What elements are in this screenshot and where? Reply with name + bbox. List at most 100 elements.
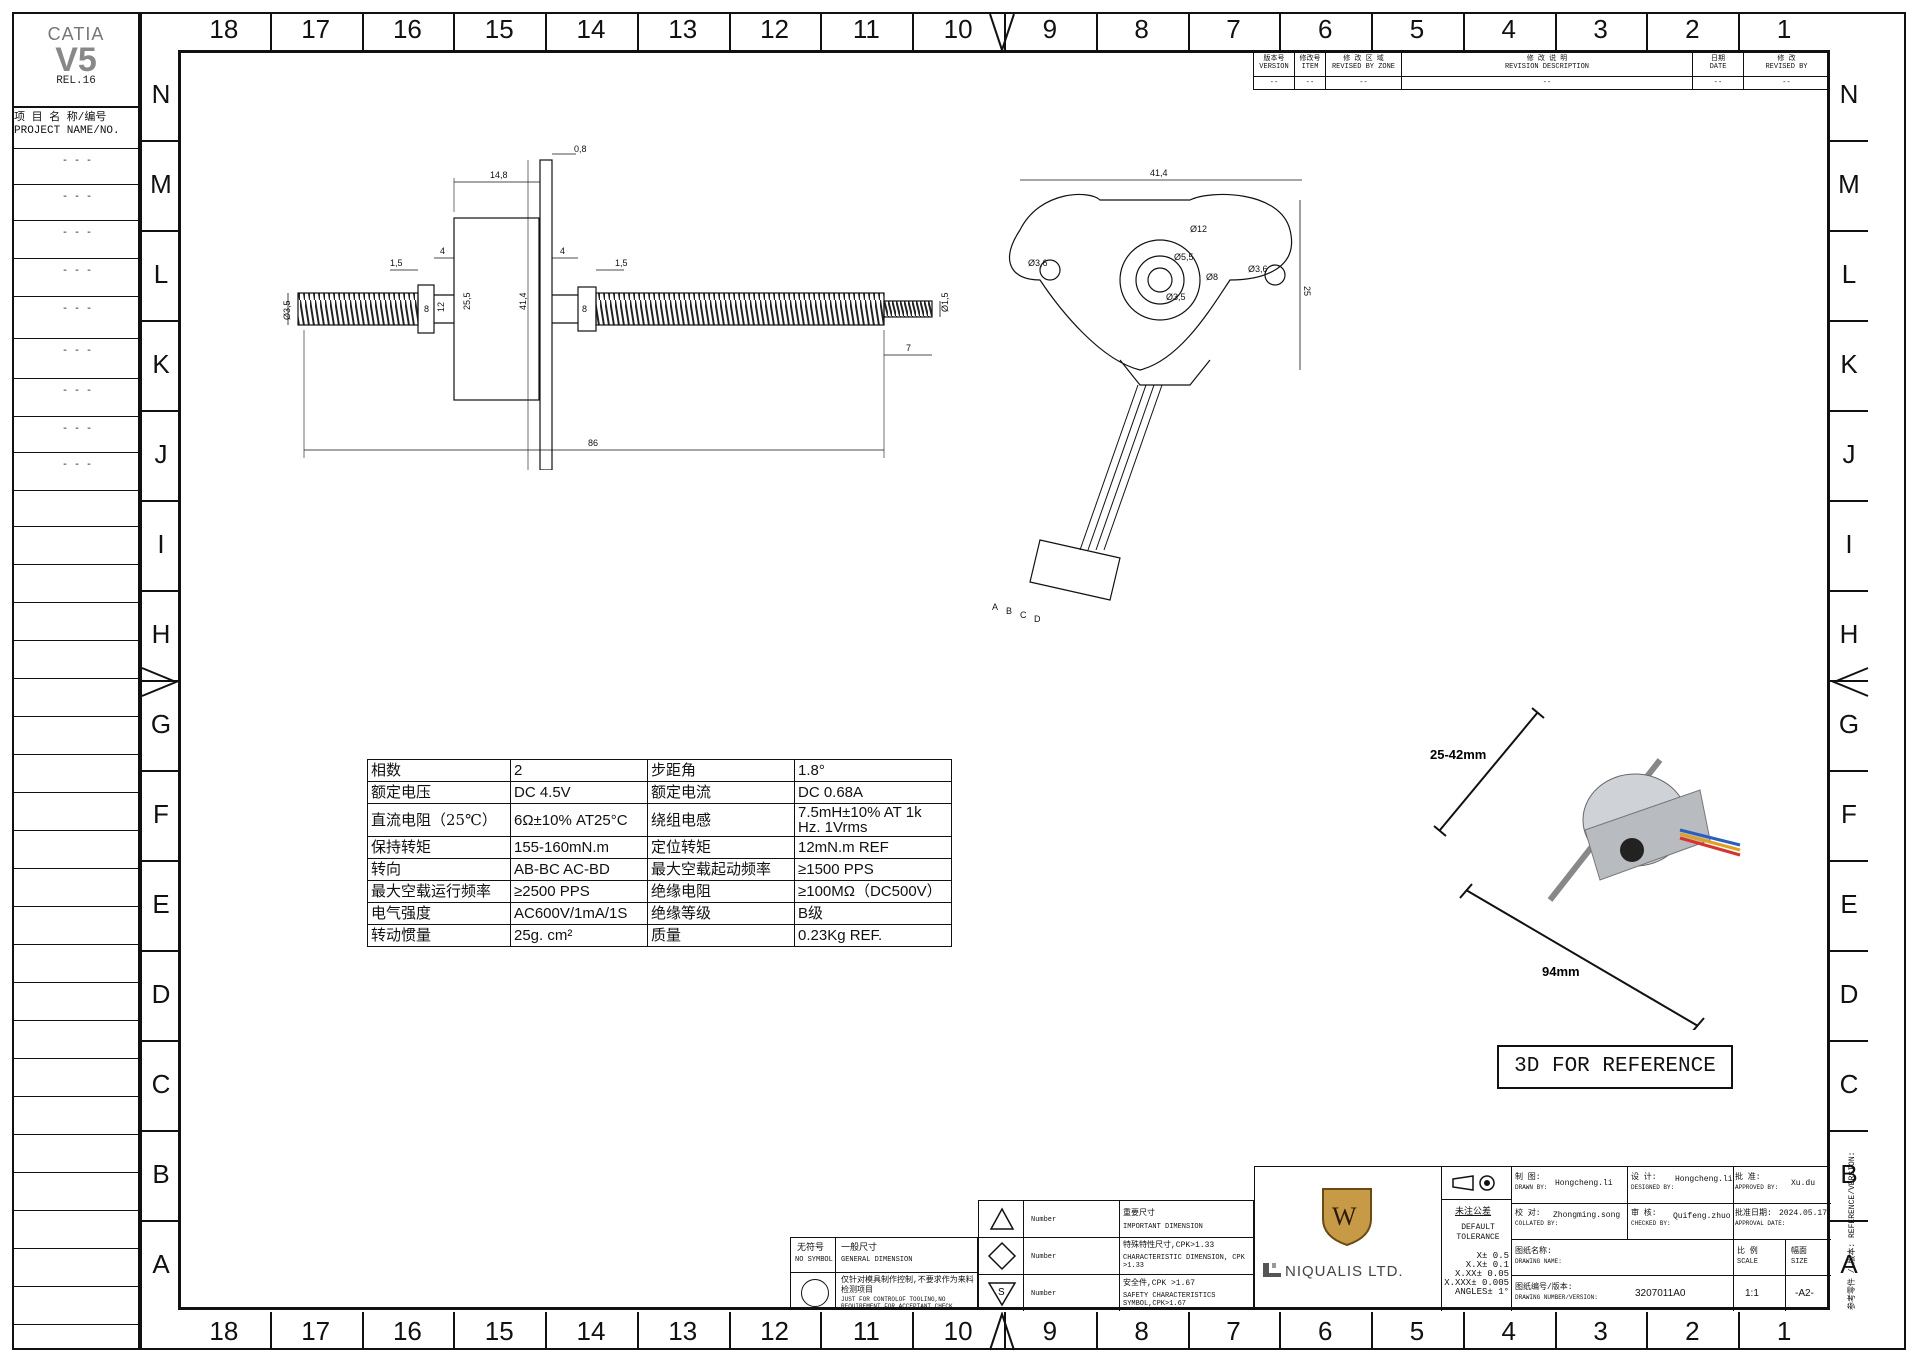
spec-label: 电气强度 [367, 902, 511, 925]
zone-tick [269, 1312, 272, 1350]
zone-number-bottom: 9 [1042, 1316, 1058, 1346]
zone-tick [1095, 1312, 1098, 1350]
zone-number-top: 12 [760, 14, 789, 44]
safety-cn: 安全件,CPK >1.67 [1123, 1279, 1196, 1288]
drawing-number-label: 图纸编号/版本:DRAWING NUMBER/VERSION: [1515, 1283, 1598, 1301]
drawing-number-value: 3207011A0 [1635, 1288, 1686, 1299]
approval-date-label: 批准日期:APPROVAL DATE: [1735, 1209, 1786, 1227]
mount-hole-left [1039, 259, 1061, 281]
zone-number-bottom: 14 [576, 1316, 606, 1346]
project-strip-row [12, 1020, 140, 1021]
project-strip-row [12, 982, 140, 983]
shaft-circle [1147, 267, 1173, 293]
revision-value-row: -- -- -- -- -- -- [1253, 75, 1830, 90]
spec-label: 定位转矩 [647, 836, 795, 859]
designed-by-value: Hongcheng.li [1675, 1175, 1733, 1184]
zone-number-bottom: 3 [1593, 1316, 1608, 1346]
motor-3d-photo: 25-42mm 94mm [1430, 707, 1741, 1030]
dim-gear-8: Ø8 [1206, 272, 1218, 282]
tolerance-values: X± 0.5 X.X± 0.1 X.XX± 0.05 X.XXX± 0.005 … [1443, 1252, 1509, 1297]
zone-number-bottom: 10 [943, 1316, 973, 1346]
zone-tick [1830, 1220, 1868, 1222]
zone-tick [820, 1312, 823, 1350]
zone-letter-left: H [151, 619, 171, 649]
zone-number-bottom: 16 [392, 1316, 422, 1346]
rev-h-zone-en: REVISED BY ZONE [1331, 63, 1395, 72]
drawing-name-label: 图纸名称:DRAWING NAME: [1515, 1247, 1562, 1265]
zone-number-top: 14 [576, 14, 606, 44]
zone-letter-right: H [1839, 619, 1859, 649]
project-strip-row [12, 1210, 140, 1211]
zone-letter-right: K [1840, 349, 1858, 379]
rev-v-item: -- [1294, 75, 1326, 90]
number-label-1: Number [1031, 1216, 1057, 1224]
zone-letter-right: E [1840, 889, 1858, 919]
motor-housing-outline [1009, 193, 1293, 371]
mounting-flange [539, 159, 553, 470]
rev-v-revby: -- [1743, 75, 1830, 90]
right-screw [595, 292, 885, 326]
dim-total-len: 86 [588, 438, 598, 448]
dim-hole-left: Ø3,6 [1028, 258, 1048, 268]
spec-label: 绝缘电阻 [647, 880, 795, 903]
cable-exit [1119, 359, 1211, 386]
zone-tick [1830, 1040, 1868, 1042]
designed-by-label: 设 计:DESIGNED BY: [1631, 1173, 1675, 1191]
safety-symbol-icon: S [987, 1282, 1017, 1307]
spec-label: 额定电压 [367, 781, 511, 804]
project-strip-row [12, 1096, 140, 1097]
reference-version-label: 参考零件 / 版本: REFERENCE/VERSION: [1848, 1151, 1857, 1310]
gear-inner [1135, 255, 1185, 305]
project-strip-row [12, 148, 140, 149]
project-strip-row [12, 1248, 140, 1249]
zone-number-top: 13 [668, 14, 698, 44]
project-strip-row [12, 792, 140, 793]
zone-letter-right: B [1840, 1159, 1858, 1189]
spec-label: 直流电阻（25℃） [367, 803, 511, 837]
project-strip-row [12, 944, 140, 945]
zone-tick [140, 680, 178, 682]
drawn-by-value: Hongcheng.li [1555, 1179, 1613, 1188]
project-name-label: 项 目 名 称/编号 PROJECT NAME/NO. [14, 112, 138, 138]
character-dim-en: CHARACTERISTIC DIMENSION, CPK >1.33 [1123, 1254, 1245, 1270]
dim-left-gap: 1,5 [390, 258, 403, 268]
zone-tick [140, 1220, 178, 1222]
zone-letter-right: F [1841, 799, 1857, 829]
dim-flange-thk: 0,8 [574, 144, 587, 154]
zone-tick [1830, 140, 1868, 142]
zone-number-bottom: 11 [852, 1316, 880, 1346]
photo-dim-b: 94mm [1542, 964, 1580, 979]
shaft-end [883, 300, 933, 318]
circle-symbol-icon [801, 1279, 829, 1307]
zone-number-bottom: 13 [668, 1316, 698, 1346]
spec-label: 最大空载起动频率 [647, 858, 795, 881]
zone-letter-right: D [1839, 979, 1859, 1009]
zone-tick [1830, 860, 1868, 862]
zone-tick [1371, 12, 1374, 50]
project-strip-row [12, 296, 140, 297]
spec-value: 12mN.m REF [794, 836, 952, 859]
tooling-control-cn: 仅针对模具制作控制,不要求作为来料检测项目 [841, 1276, 974, 1295]
approved-by-value: Xu.du [1791, 1179, 1816, 1188]
zone-letter-right: J [1842, 439, 1856, 469]
spec-label: 最大空载运行频率 [367, 880, 511, 903]
dim-gear-5-5: Ø5,5 [1174, 252, 1194, 262]
center-arrow-bottom [989, 1312, 1015, 1351]
project-entry: - - - [62, 424, 93, 435]
safety-en: SAFETY CHARACTERISTICS SYMBOL,CPK>1.67 [1123, 1292, 1216, 1308]
zone-letter-right: N [1839, 79, 1859, 109]
zone-number-top: 15 [484, 14, 514, 44]
company-logo-icon: W [1322, 1188, 1372, 1247]
catia-version: V5 [55, 41, 97, 79]
zone-tick [453, 1312, 456, 1350]
project-label-cn: 项 目 名 称/编号 [14, 112, 107, 124]
dim-right-bush: 4 [560, 246, 565, 256]
zone-number-bottom: 4 [1501, 1316, 1516, 1346]
zone-tick [1187, 12, 1190, 50]
tol-xxxx: X.XXX± 0.005 [1444, 1278, 1509, 1288]
